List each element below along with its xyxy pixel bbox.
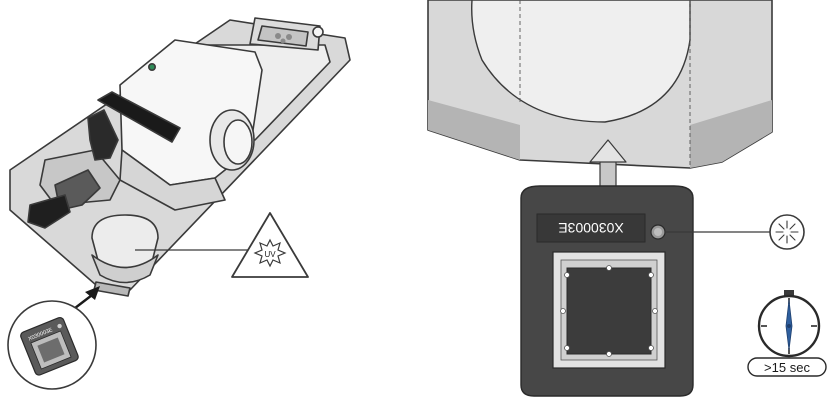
uv-label: UV — [264, 250, 276, 259]
instrument-illustration — [9, 17, 351, 297]
stopwatch-icon — [757, 290, 821, 358]
uv-warning-icon: UV — [231, 212, 309, 278]
uv-lamp-dome-base — [91, 254, 159, 284]
slide-window-dots — [275, 33, 292, 44]
closeup-housing-left-face — [428, 100, 520, 160]
latch-lever — [87, 109, 119, 161]
chip-id-text: X030003E — [558, 220, 623, 236]
timer-label-pill: >15 sec — [747, 357, 827, 377]
slide-window-button — [312, 26, 324, 38]
uv-lamp-dome — [91, 214, 159, 271]
inset-cartridge-chip — [37, 337, 65, 363]
insert-arrow-icon — [589, 139, 627, 191]
closeup-illustration: X030003E — [427, 0, 773, 397]
chip-die — [566, 267, 652, 355]
inset-led — [57, 323, 62, 329]
slide-window-inner — [257, 25, 309, 47]
uv-starburst — [253, 238, 287, 268]
lamp-dome — [471, 0, 691, 123]
rotary-knob-face — [223, 119, 253, 165]
cartridge-slot — [97, 91, 181, 143]
status-led — [148, 62, 157, 71]
cartridge-inset: X030003E — [7, 300, 97, 390]
closeup-housing-right-face — [690, 100, 772, 168]
chip-contact-pads — [560, 265, 658, 357]
chip-id-label-box — [536, 213, 646, 243]
lever-grip — [27, 194, 71, 229]
timer-label: >15 sec — [764, 360, 810, 375]
tray-front-lip — [93, 281, 131, 297]
light-flash-icon — [769, 214, 805, 250]
chip-indicator-led-face — [654, 228, 662, 236]
